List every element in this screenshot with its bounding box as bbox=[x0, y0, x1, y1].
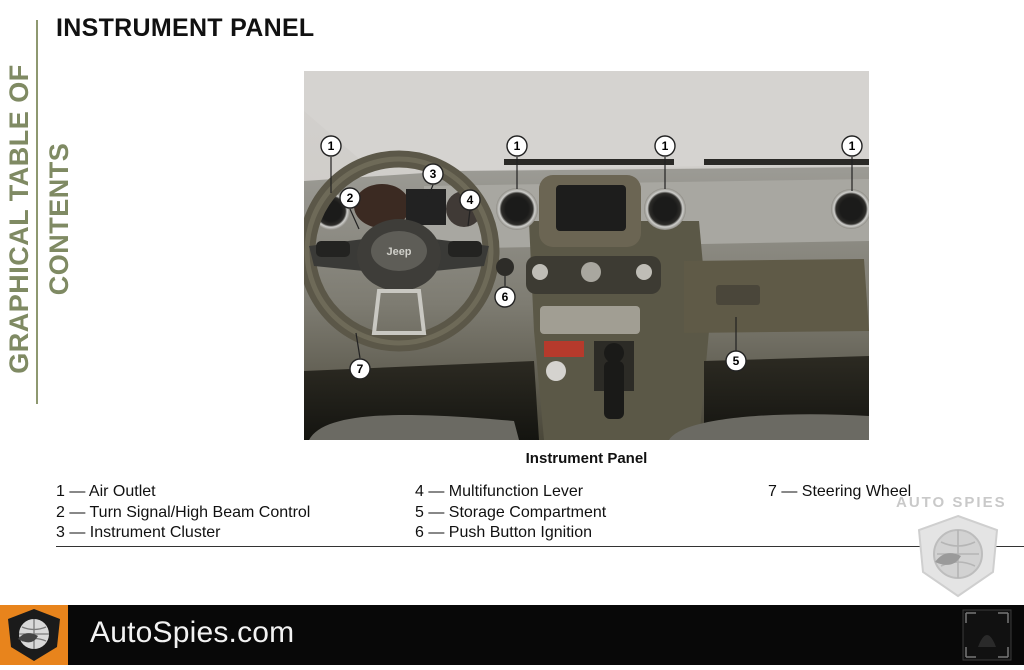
svg-text:5: 5 bbox=[733, 354, 740, 368]
legend-item: 4 — Multifunction Lever bbox=[415, 483, 584, 500]
section-divider bbox=[36, 20, 38, 404]
legend-column-1: 1 — Air Outlet 2 — Turn Signal/High Beam… bbox=[56, 482, 310, 544]
footer-logo-block bbox=[0, 605, 68, 665]
instrument-panel-photo: Jeep 1 1 bbox=[304, 71, 869, 440]
callout-2: 2 bbox=[339, 187, 361, 209]
section-title-vertical: GRAPHICAL TABLE OF CONTENTS bbox=[4, 64, 74, 374]
callout-1-center-left: 1 bbox=[506, 135, 528, 157]
figure-caption: Instrument Panel bbox=[525, 450, 648, 467]
svg-text:7: 7 bbox=[357, 362, 364, 376]
watermark-text: AUTO SPIES bbox=[896, 494, 1007, 511]
svg-text:2: 2 bbox=[347, 191, 354, 205]
legend-item: 7 — Steering Wheel bbox=[768, 483, 912, 500]
legend-item: 3 — Instrument Cluster bbox=[56, 524, 221, 541]
helmet-globe-icon bbox=[917, 514, 999, 598]
svg-text:4: 4 bbox=[467, 193, 474, 207]
legend-column-3: 7 — Steering Wheel bbox=[768, 482, 911, 503]
jeep-emblem-text: Jeep bbox=[386, 246, 411, 258]
footer-brand[interactable]: AutoSpies.com bbox=[90, 616, 295, 649]
svg-text:1: 1 bbox=[849, 139, 856, 153]
legend-item: 6 — Push Button Ignition bbox=[415, 524, 592, 541]
svg-text:3: 3 bbox=[430, 167, 437, 181]
callout-1-left: 1 bbox=[320, 135, 342, 157]
footer-bar: AutoSpies.com bbox=[0, 605, 1024, 665]
callout-markers: 1 1 1 1 2 3 4 bbox=[320, 135, 863, 380]
svg-text:1: 1 bbox=[662, 139, 669, 153]
callout-4: 4 bbox=[459, 189, 481, 211]
callout-7: 7 bbox=[349, 358, 371, 380]
horizontal-rule bbox=[56, 546, 1024, 547]
legend-item: 1 — Air Outlet bbox=[56, 483, 156, 500]
page-title: INSTRUMENT PANEL bbox=[56, 14, 315, 42]
svg-text:6: 6 bbox=[502, 290, 509, 304]
svg-text:1: 1 bbox=[514, 139, 521, 153]
legend-item: 2 — Turn Signal/High Beam Control bbox=[56, 503, 311, 521]
helmet-logo-icon bbox=[8, 609, 60, 661]
callout-3: 3 bbox=[422, 163, 444, 185]
legend-item: 5 — Storage Compartment bbox=[415, 503, 607, 521]
callout-1-center-right: 1 bbox=[654, 135, 676, 157]
legend-column-2: 4 — Multifunction Lever 5 — Storage Comp… bbox=[415, 482, 606, 544]
callout-5: 5 bbox=[725, 350, 747, 372]
screen-corner-icon[interactable] bbox=[962, 609, 1012, 661]
callout-6: 6 bbox=[494, 286, 516, 308]
svg-text:1: 1 bbox=[328, 139, 335, 153]
callout-1-right: 1 bbox=[841, 135, 863, 157]
